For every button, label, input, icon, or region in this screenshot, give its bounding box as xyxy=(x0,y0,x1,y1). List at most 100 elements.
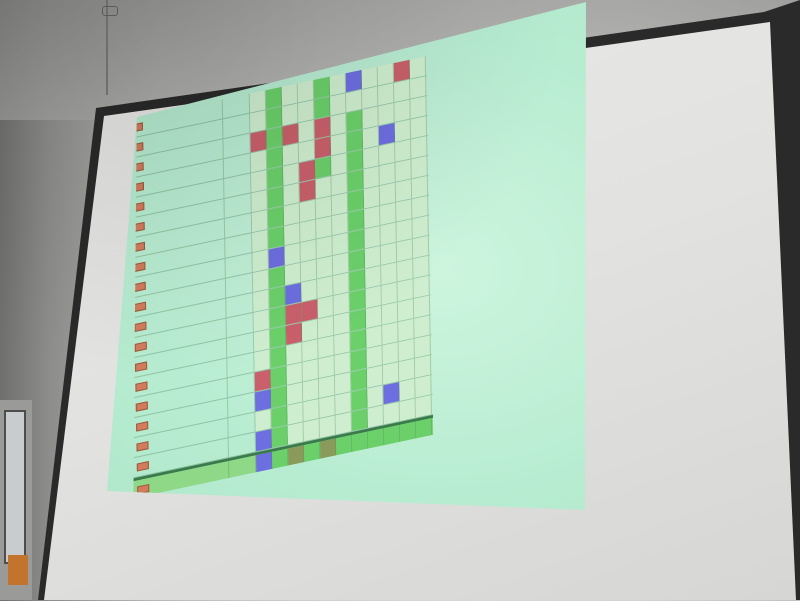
table-cell xyxy=(255,369,271,391)
table-cell xyxy=(271,386,287,408)
table-cell xyxy=(299,140,315,162)
table-cell xyxy=(331,173,347,195)
table-cell xyxy=(302,339,318,361)
table-cell xyxy=(300,220,316,242)
screen-hanger-hook xyxy=(102,6,118,16)
table-cell xyxy=(270,346,286,368)
table-cell xyxy=(330,113,346,135)
table-cell xyxy=(251,170,267,192)
table-cell xyxy=(283,183,299,205)
table-cell xyxy=(332,193,348,215)
flag-icon xyxy=(135,341,147,352)
table-cell xyxy=(266,127,282,149)
table-cell xyxy=(317,236,333,258)
table-cell xyxy=(366,286,382,308)
table-cell xyxy=(284,203,300,225)
table-cell xyxy=(254,329,270,351)
table-cell xyxy=(321,478,337,500)
table-cell xyxy=(415,375,431,397)
table-cell xyxy=(270,306,286,328)
table-cell xyxy=(250,90,266,112)
table-cell xyxy=(301,239,317,261)
table-cell xyxy=(348,189,364,211)
table-cell xyxy=(369,468,385,490)
table-cell xyxy=(350,289,366,311)
table-cell xyxy=(330,93,346,115)
table-cell xyxy=(362,66,378,88)
table-cell xyxy=(352,452,368,474)
table-cell xyxy=(411,156,427,178)
table-cell xyxy=(315,156,331,178)
row-total-cell xyxy=(229,455,256,480)
table-cell xyxy=(365,246,381,268)
table-cell xyxy=(363,126,379,148)
table-cell xyxy=(317,276,333,298)
table-cell xyxy=(362,86,378,108)
table-cell xyxy=(287,402,303,424)
table-cell xyxy=(410,76,426,98)
table-cell xyxy=(394,60,410,82)
table-cell xyxy=(382,302,398,324)
table-cell xyxy=(302,299,318,321)
table-cell xyxy=(315,136,331,158)
table-cell xyxy=(271,366,287,388)
flag-icon xyxy=(136,441,148,452)
flag-icon xyxy=(134,321,146,332)
table-cell xyxy=(396,179,412,201)
table-cell xyxy=(351,389,367,411)
table-cell xyxy=(304,442,320,464)
table-cell xyxy=(353,471,369,493)
flag-icon xyxy=(135,361,147,372)
table-cell xyxy=(395,139,411,161)
table-cell xyxy=(318,336,334,358)
table-cell xyxy=(300,200,316,222)
table-cell xyxy=(315,176,331,198)
table-cell xyxy=(268,206,284,228)
table-cell xyxy=(382,322,398,344)
table-cell xyxy=(334,292,350,314)
table-cell xyxy=(283,163,299,185)
table-cell xyxy=(272,426,288,448)
table-cell xyxy=(383,342,399,364)
table-cell xyxy=(368,405,384,427)
table-cell xyxy=(398,299,414,321)
table-cell xyxy=(267,147,283,169)
table-cell xyxy=(381,262,397,284)
table-cell xyxy=(301,279,317,301)
table-cell xyxy=(364,206,380,228)
table-cell xyxy=(378,83,394,105)
table-cell xyxy=(253,289,269,311)
table-cell xyxy=(347,130,363,152)
table-cell xyxy=(285,263,301,285)
table-cell xyxy=(267,167,283,189)
table-cell xyxy=(253,270,269,292)
table-cell xyxy=(320,438,336,460)
table-cell xyxy=(286,303,302,325)
table-cell xyxy=(330,73,346,95)
table-cell xyxy=(252,230,268,252)
table-cell xyxy=(335,352,351,374)
table-cell xyxy=(367,385,383,407)
table-cell xyxy=(303,379,319,401)
table-cell xyxy=(412,176,428,198)
flag-icon xyxy=(136,401,148,412)
table-cell xyxy=(413,236,429,258)
table-cell xyxy=(335,372,351,394)
table-cell xyxy=(379,143,395,165)
table-cell xyxy=(320,458,336,480)
table-cell xyxy=(251,190,267,212)
table-cell xyxy=(401,481,417,503)
table-cell xyxy=(266,107,282,129)
table-cell xyxy=(410,56,426,78)
table-cell xyxy=(319,396,335,418)
table-cell xyxy=(383,362,399,384)
table-cell xyxy=(382,282,398,304)
table-cell xyxy=(347,150,363,172)
flag-icon xyxy=(133,221,145,232)
table-cell xyxy=(316,196,332,218)
table-cell xyxy=(379,163,395,185)
table-cell xyxy=(349,249,365,271)
flag-icon xyxy=(134,301,146,312)
table-cell xyxy=(366,326,382,348)
table-cell xyxy=(272,468,288,490)
